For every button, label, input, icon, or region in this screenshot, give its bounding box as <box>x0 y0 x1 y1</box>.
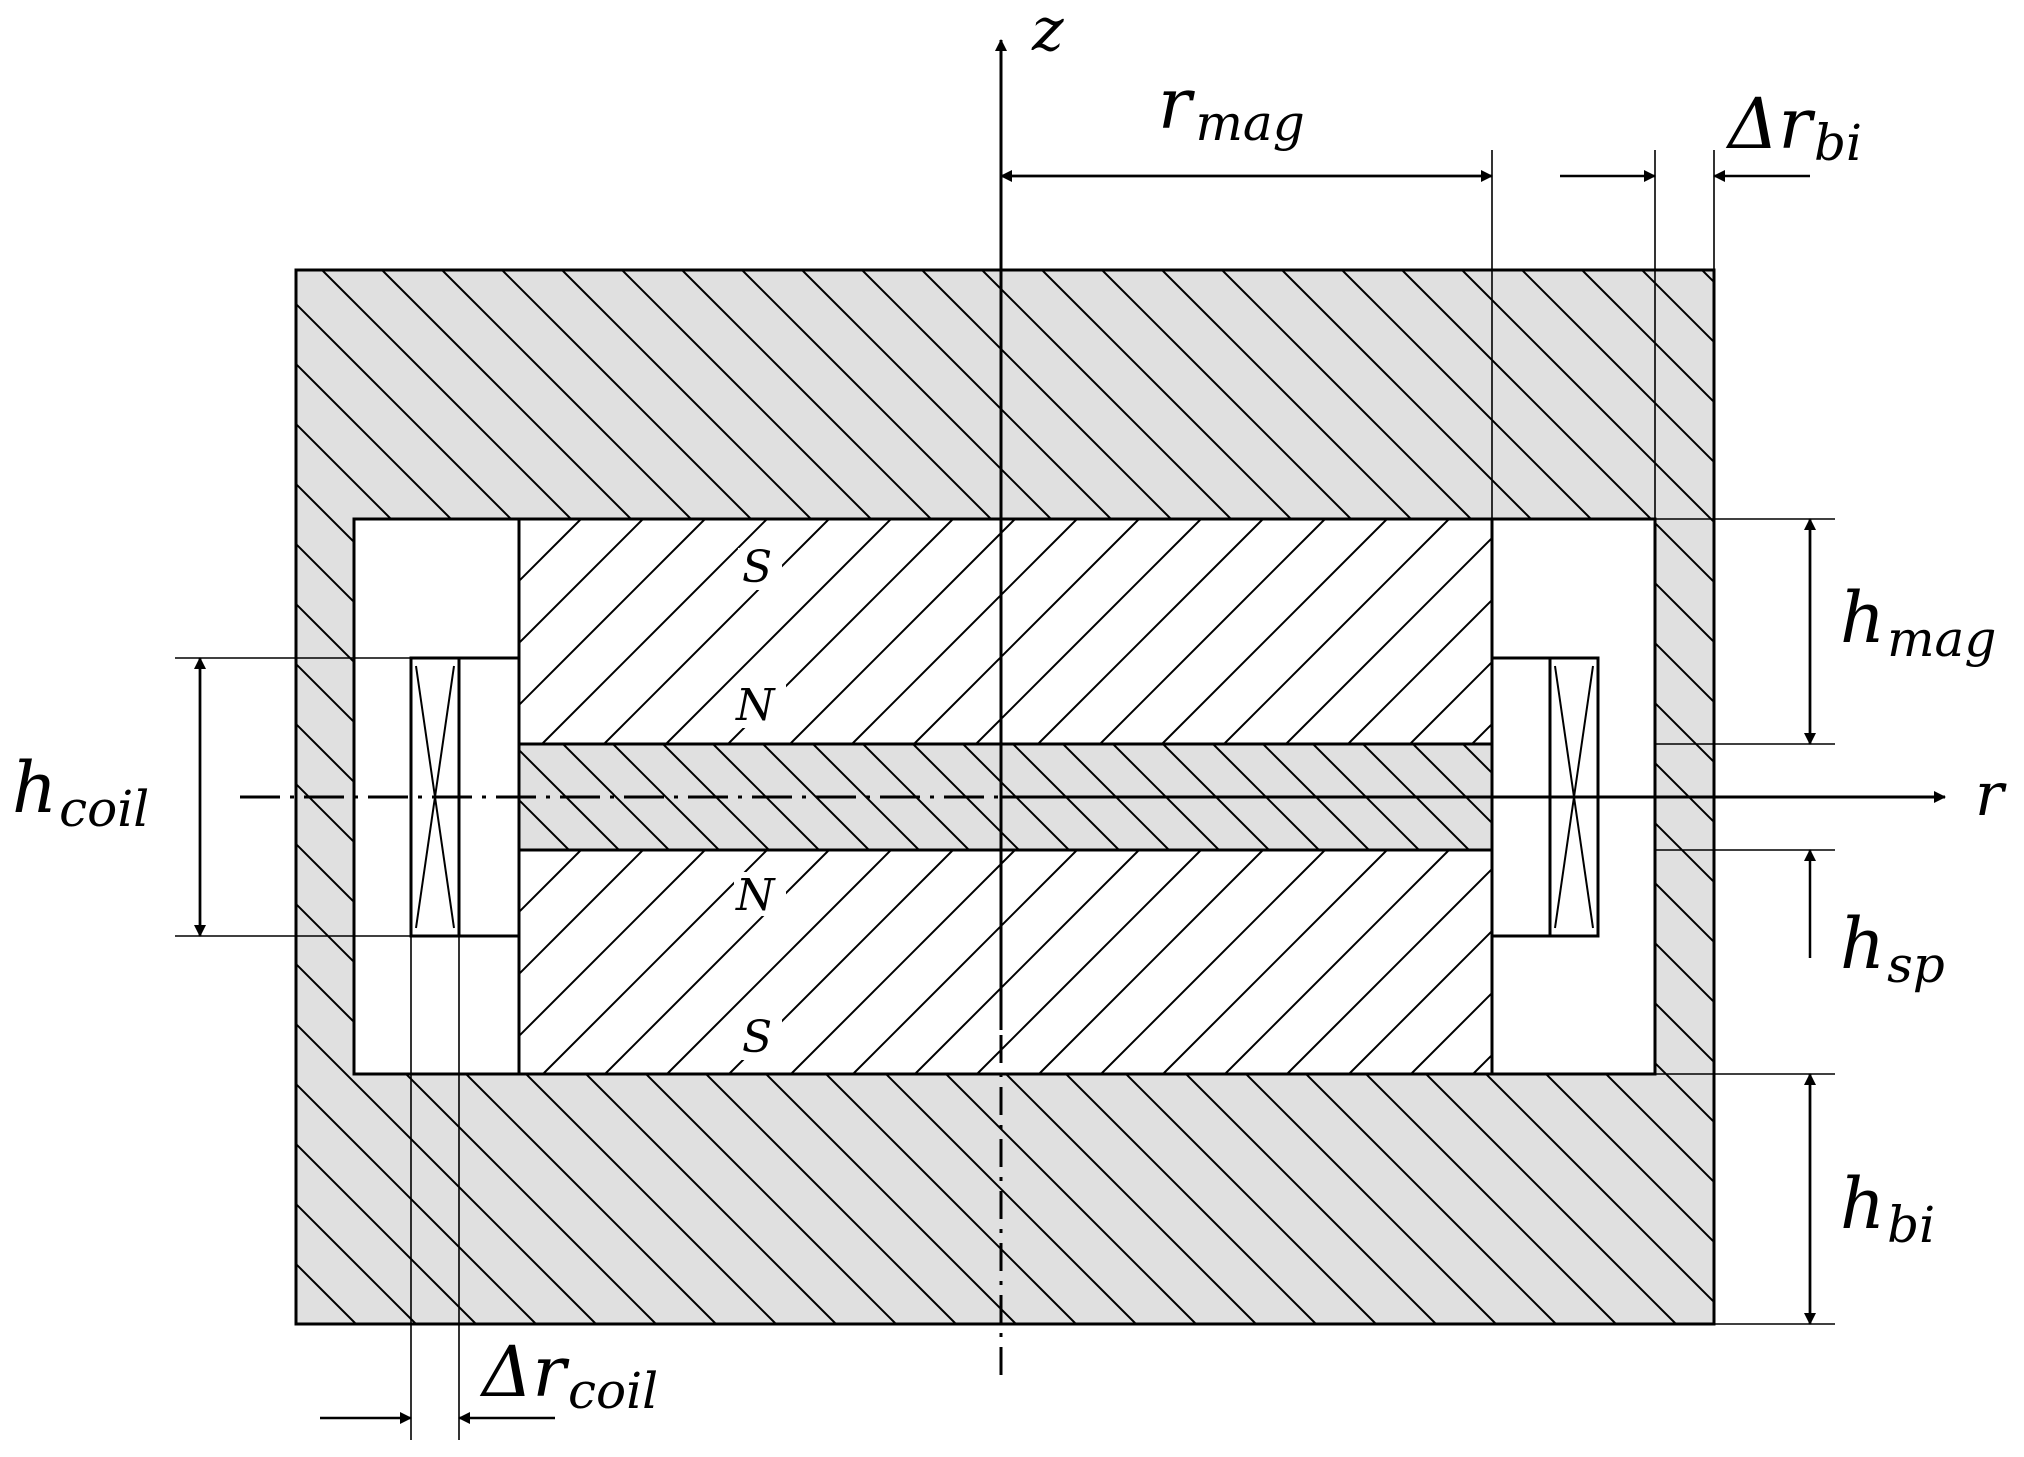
iron-hatch-line <box>1461 270 1714 1324</box>
axes <box>240 39 1946 1375</box>
lower-magnet-hatch <box>519 850 1492 1074</box>
magnet-hatch-line <box>542 850 768 1074</box>
magnet-hatch-line <box>665 519 892 744</box>
magnet-hatch-line <box>1162 850 1388 1074</box>
magnet-hatch-line <box>519 850 706 1038</box>
iron-hatch-line <box>296 270 477 1324</box>
z-axis-label: z <box>1031 0 1064 65</box>
magnet-hatch-line <box>519 519 644 645</box>
magnet-hatch-line <box>1037 519 1264 744</box>
pole-label-lower-s: S <box>742 1012 772 1063</box>
magnet-hatch-line <box>1223 519 1450 744</box>
magnet-hatch-line <box>976 850 1202 1074</box>
magnet-hatch-line <box>1161 519 1388 744</box>
iron-hatch-line <box>2002 270 2024 1324</box>
label-h-sp: hsp <box>1840 903 1945 994</box>
iron-hatch-line <box>296 270 717 1324</box>
iron-hatch-line <box>296 270 597 1324</box>
iron-hatch-line <box>1401 270 1714 1324</box>
iron-hatch-line <box>296 270 537 1324</box>
magnet-hatch-line <box>1347 598 1492 744</box>
spacer-hatch-line <box>612 744 720 850</box>
magnet-hatch-line <box>789 519 1016 744</box>
label-h-mag: hmag <box>1840 577 1996 668</box>
lower-magnet-fill <box>519 850 1492 1074</box>
magnet-hatch-line <box>1409 660 1492 744</box>
magnet-hatch-line <box>914 850 1140 1074</box>
magnet-hatch-line <box>851 519 1078 744</box>
spacer-hatch-line <box>519 798 570 850</box>
pole-labels: S N N S <box>734 542 786 1063</box>
pole-label-upper-n: N <box>735 680 776 731</box>
label-h-bi: hbi <box>1840 1163 1935 1254</box>
magnet-hatch-line <box>541 519 768 744</box>
magnet-hatch-line <box>1286 867 1492 1074</box>
label-r-mag: rmag <box>1158 63 1305 152</box>
magnet-hatch-line <box>1348 929 1492 1074</box>
magnet-hatch-line <box>519 850 582 914</box>
magnet-hatch-line <box>603 519 830 744</box>
iron-hatch-line <box>1221 270 1714 1324</box>
magnet-hatch-line <box>1099 519 1326 744</box>
upper-magnet-fill <box>519 519 1492 744</box>
iron-hatch-line <box>1341 270 1714 1324</box>
label-delta-r-coil: Δrcoil <box>479 1331 658 1420</box>
label-delta-r-bi: Δrbi <box>1725 83 1862 172</box>
spacer-hatch-line <box>562 744 670 850</box>
magnet-hatch-line <box>975 519 1202 744</box>
iron-hatch-line <box>296 270 657 1324</box>
magnet-hatch-line <box>1285 536 1492 744</box>
back-iron-fill <box>296 270 1714 1324</box>
magnet-hatch-line <box>519 519 706 707</box>
iron-hatch-line <box>1521 270 1714 1324</box>
magnet-hatch-line <box>852 850 1078 1074</box>
r-axis-label: r <box>1975 760 2007 830</box>
magnet-hatch-line <box>1038 850 1264 1074</box>
magnet-hatch-line <box>1410 991 1492 1074</box>
magnet-hatch-line <box>1100 850 1326 1074</box>
pole-label-lower-n: N <box>735 870 776 921</box>
magnet-hatch-line <box>604 850 830 1074</box>
magnet-hatch-line <box>519 519 582 583</box>
magnet-hatch-line <box>666 850 892 1074</box>
iron-hatch-line <box>296 270 777 1324</box>
iron-hatch-line <box>1281 270 1714 1324</box>
spacer-hatch-line <box>1462 744 1492 775</box>
pole-label-upper-s: S <box>742 542 772 593</box>
dimension-arrows <box>194 170 1816 1424</box>
magnet-hatch-line <box>790 850 1016 1074</box>
label-h-coil: hcoil <box>12 747 149 838</box>
magnet-hatch-line <box>1224 850 1450 1074</box>
magnet-hatch-line <box>519 850 644 976</box>
magnet-hatch-line <box>913 519 1140 744</box>
lower-magnet <box>517 848 1494 1076</box>
